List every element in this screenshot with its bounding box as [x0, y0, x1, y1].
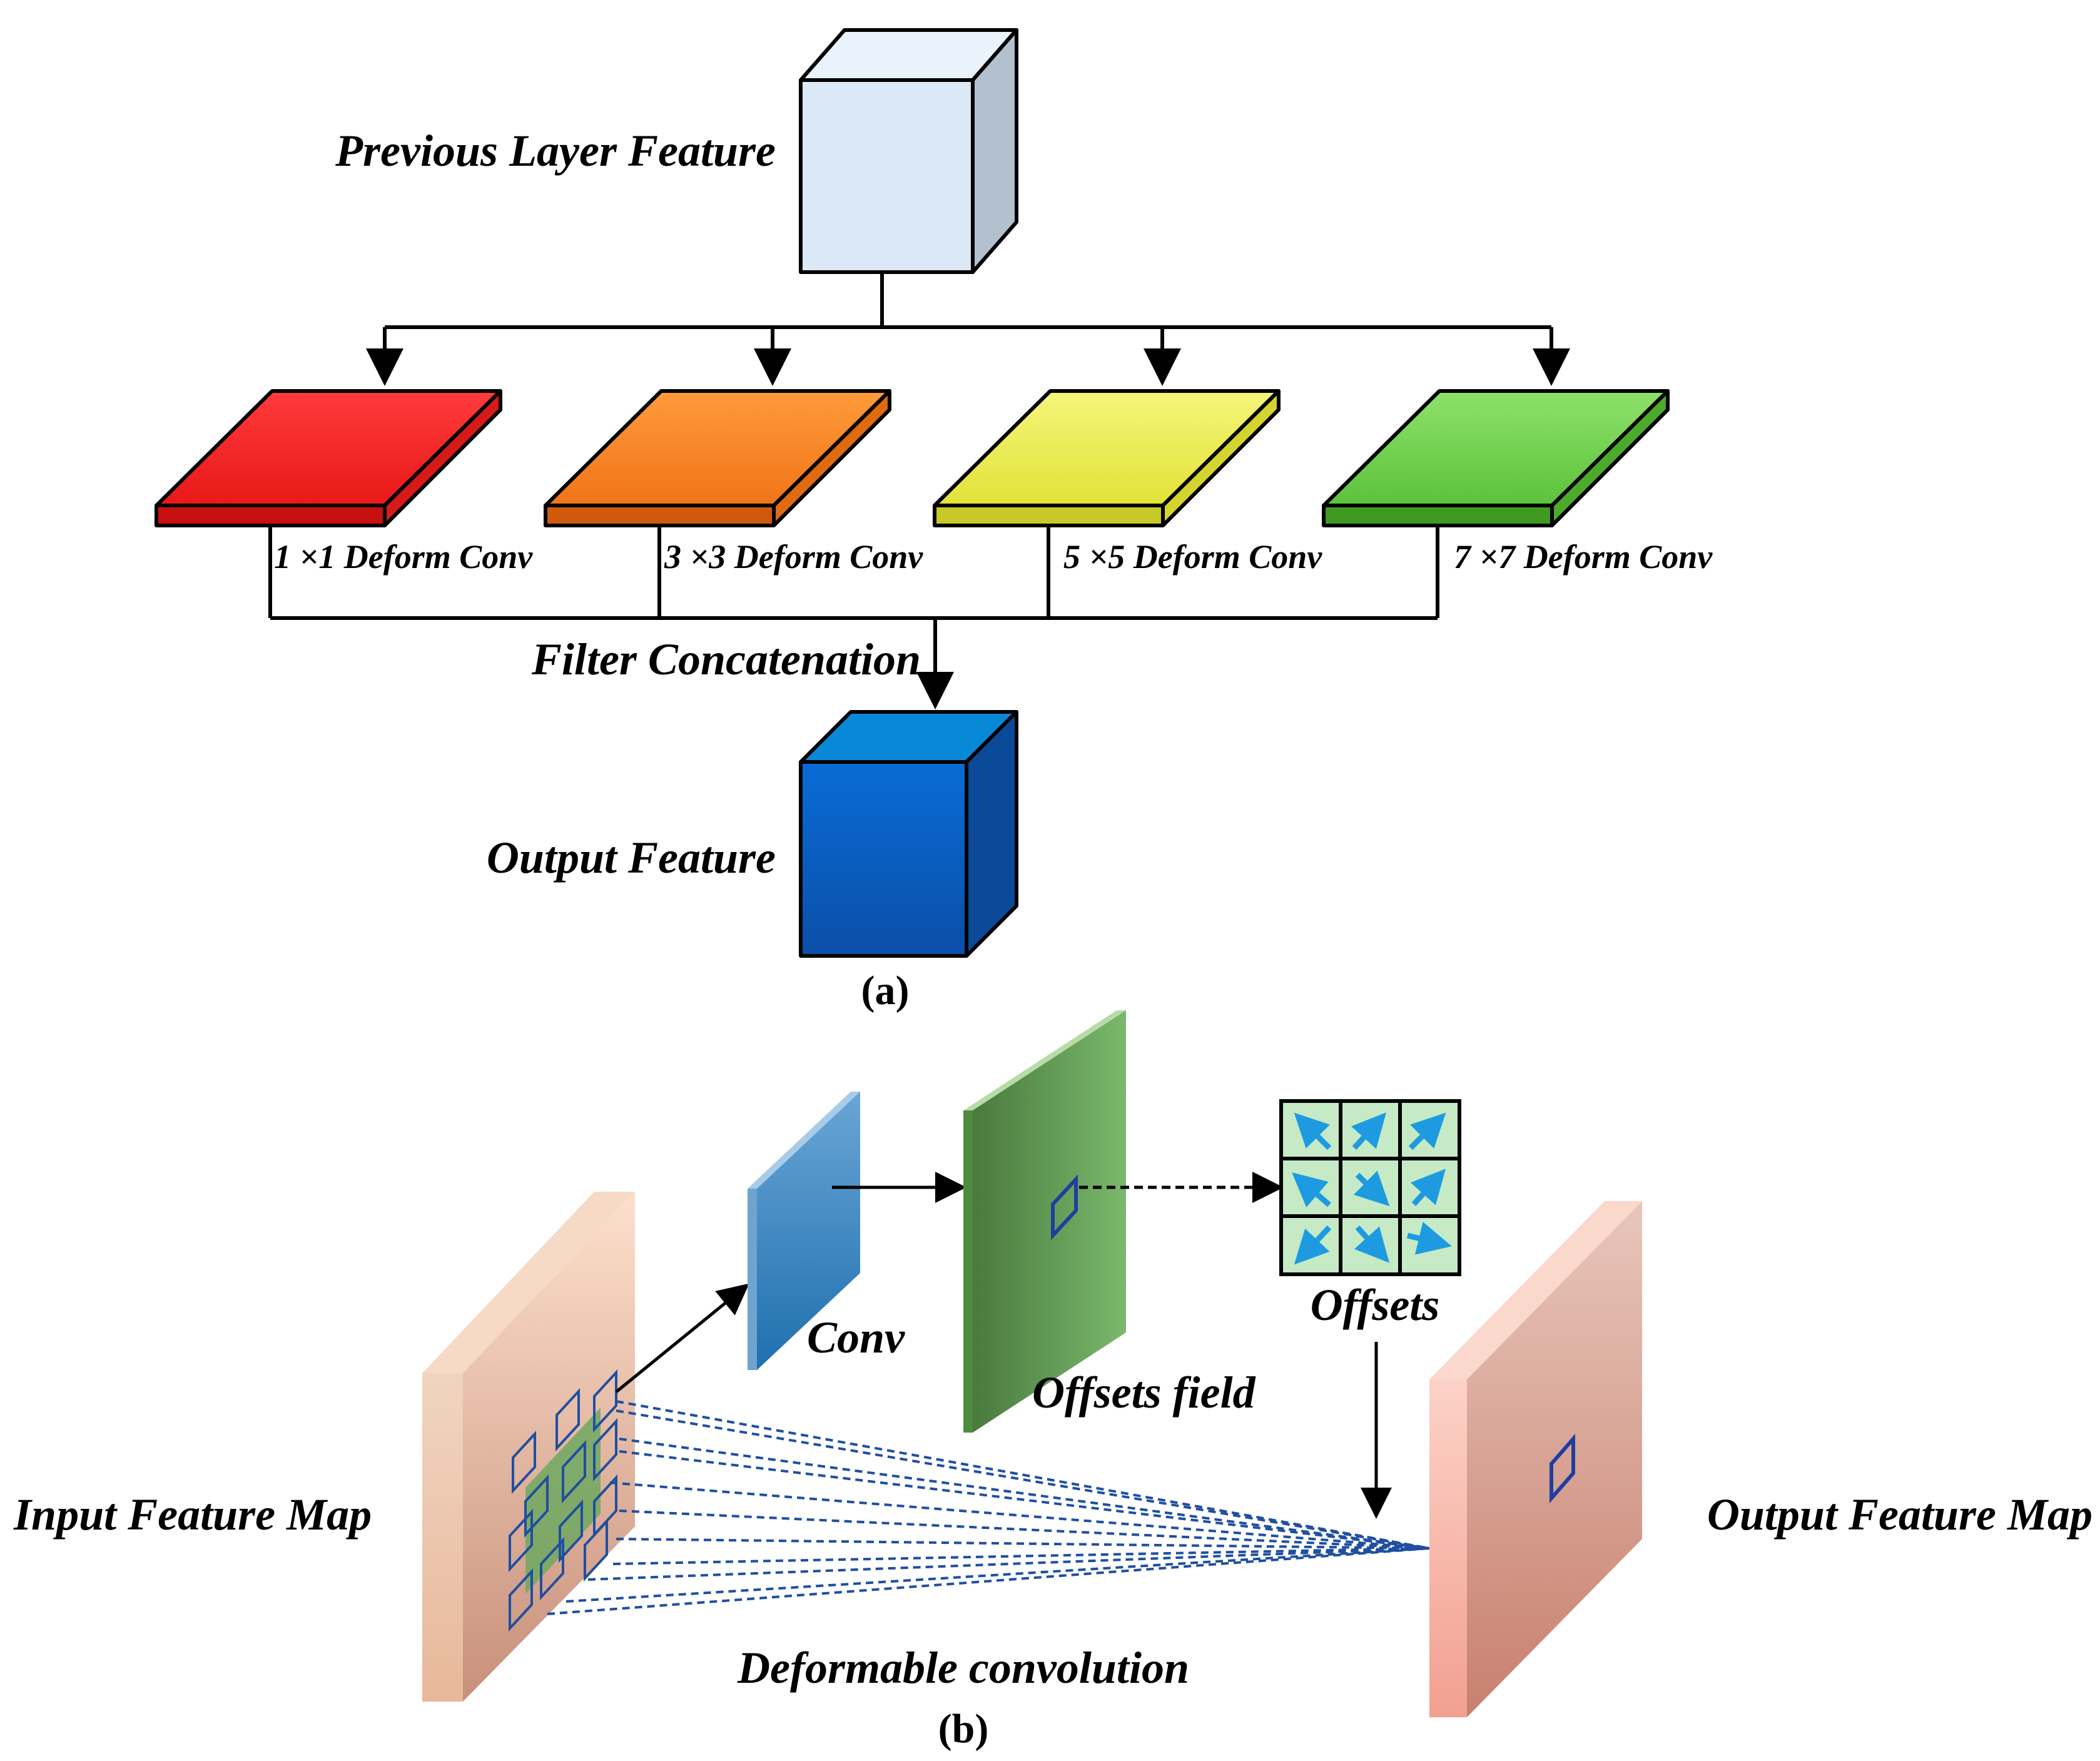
panel-b-caption: (b): [938, 1706, 989, 1752]
output-feature-map: [1429, 1201, 1642, 1717]
branch-7x7-label: 7 ×7 Deform Conv: [1454, 538, 1713, 576]
input-to-conv-arrow: [615, 1283, 749, 1393]
input-feature-map-label: Input Feature Map: [13, 1489, 372, 1540]
conv-label: Conv: [807, 1312, 905, 1363]
output-feature-label: Output Feature: [487, 833, 776, 883]
deformable-convolution-label: Deformable convolution: [737, 1643, 1189, 1693]
output-feature-map-label: Output Feature Map: [1707, 1489, 2092, 1540]
branch-5x5-slab: [933, 389, 1281, 527]
offsets-grid: [1279, 1099, 1461, 1276]
sampling-lines: [547, 1400, 1430, 1615]
conv-plane: [748, 1092, 860, 1370]
panel-b: Input Feature Map Conv Offsets field: [13, 1010, 2092, 1752]
branch-7x7-slab: [1322, 389, 1670, 527]
branch-3x3-slab: [544, 389, 891, 527]
panel-a: Previous Layer Feature: [155, 28, 1713, 1013]
offsets-label: Offsets: [1311, 1280, 1440, 1330]
branch-connectors: [366, 272, 1570, 386]
branch-1x1-label: 1 ×1 Deform Conv: [274, 538, 533, 576]
input-feature-map: [422, 1192, 635, 1702]
branch-5x5-label: 5 ×5 Deform Conv: [1063, 538, 1322, 576]
branch-3x3-label: 3 ×3 Deform Conv: [664, 538, 923, 576]
previous-layer-cube: [799, 28, 1018, 274]
panel-a-caption: (a): [861, 968, 910, 1013]
concat-connectors: [268, 525, 1439, 709]
sampling-squares: [509, 1369, 617, 1632]
offsets-field-label: Offsets field: [1032, 1368, 1256, 1418]
filter-concatenation-label: Filter Concatenation: [531, 634, 921, 684]
previous-layer-label: Previous Layer Feature: [335, 126, 776, 176]
offsets-field: [963, 1010, 1126, 1433]
branch-1x1-slab: [155, 389, 502, 527]
output-feature-cube: [799, 710, 1018, 958]
offset-arrows: [1292, 1112, 1452, 1265]
